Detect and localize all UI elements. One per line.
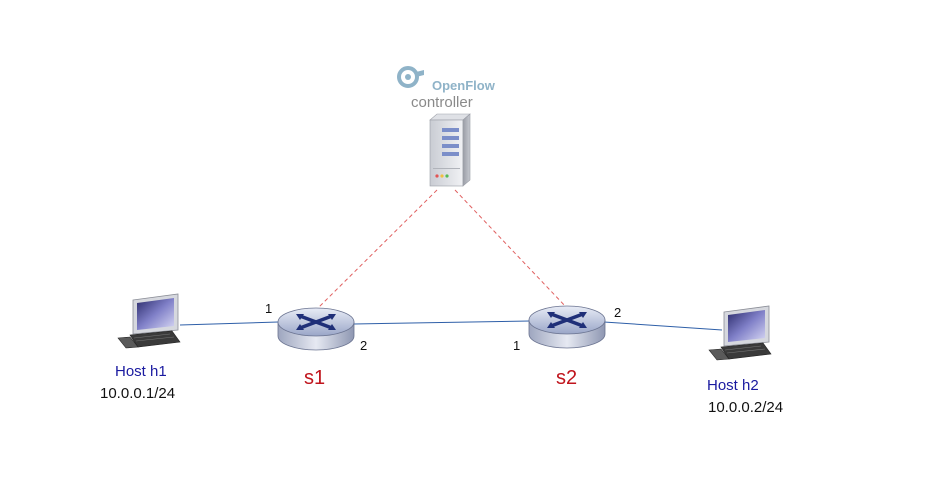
host-h2-name: Host h2	[707, 377, 759, 394]
link-s1-s2	[353, 320, 531, 325]
switch-icon	[277, 307, 355, 351]
host-h1-ip: 10.0.0.1/24	[100, 385, 175, 402]
link-h1-s1	[179, 321, 279, 326]
switch-s1-label: s1	[304, 367, 325, 389]
server-icon	[429, 113, 471, 187]
host-h1-name: Host h1	[115, 363, 167, 380]
switch-s2: s2 1 2	[513, 305, 621, 389]
controller-label: controller	[411, 94, 473, 111]
link-s2-h2	[603, 321, 723, 331]
switch-s1: s1 1 2	[265, 301, 367, 389]
switch-s1-port-2: 2	[360, 338, 367, 353]
computer-icon	[117, 293, 181, 349]
control-link-s1	[317, 189, 438, 309]
switch-s2-label: s2	[556, 367, 577, 389]
control-link-s2	[454, 189, 568, 309]
switch-icon	[528, 305, 606, 349]
switch-s2-port-2: 2	[614, 305, 621, 320]
openflow-logo: OpenFlow	[397, 66, 496, 93]
switch-s1-port-1: 1	[265, 301, 272, 316]
switch-s2-port-1: 1	[513, 338, 520, 353]
host-h2-ip: 10.0.0.2/24	[708, 399, 783, 416]
openflow-icon	[397, 66, 424, 88]
host-h1: Host h1 10.0.0.1/24	[100, 293, 181, 402]
openflow-brand-text: OpenFlow	[432, 78, 496, 93]
host-h2: Host h2 10.0.0.2/24	[707, 305, 783, 416]
computer-icon	[708, 305, 772, 361]
